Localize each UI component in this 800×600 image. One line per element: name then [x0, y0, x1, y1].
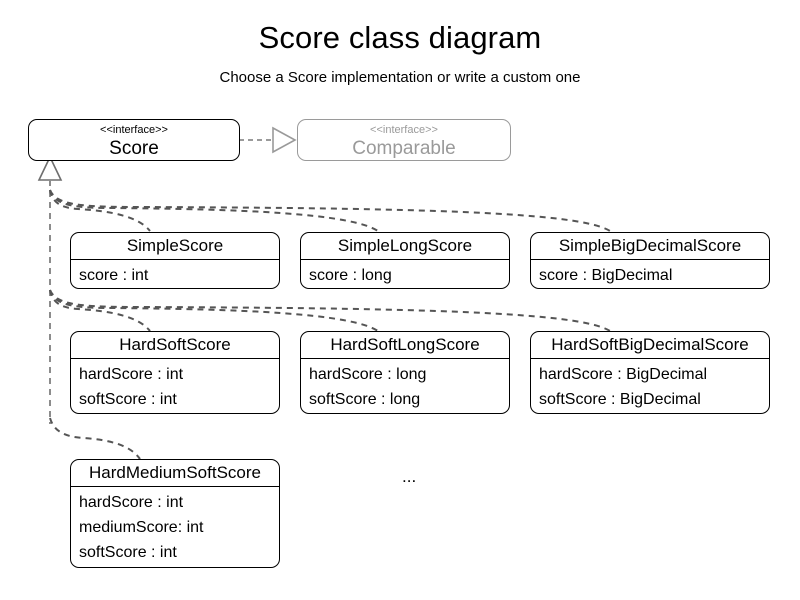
page-title: Score class diagram — [258, 20, 542, 55]
class-box-simple-big-decimal-score[interactable]: SimpleBigDecimalScore score : BigDecimal — [530, 232, 770, 289]
class-attribute: score : BigDecimal — [539, 267, 673, 284]
class-box-hard-soft-big-decimal-score[interactable]: HardSoftBigDecimalScore hardScore : BigD… — [530, 331, 770, 414]
class-name: HardSoftScore — [71, 332, 279, 359]
class-attribute: score : long — [309, 267, 392, 284]
class-box-simple-long-score[interactable]: SimpleLongScore score : long — [300, 232, 510, 289]
interface-name: Score — [109, 138, 159, 159]
class-attributes: hardScore : long softScore : long — [301, 359, 509, 412]
class-attribute: mediumScore: int — [79, 519, 204, 536]
inheritance-branch-hard-medium-soft-score — [49, 417, 141, 460]
class-name: SimpleLongScore — [301, 233, 509, 260]
class-attribute: softScore : BigDecimal — [539, 391, 701, 408]
class-attribute: score : int — [79, 267, 149, 284]
interface-box-comparable[interactable]: <<interface>> Comparable — [297, 119, 511, 161]
class-box-hard-soft-long-score[interactable]: HardSoftLongScore hardScore : long softS… — [300, 331, 510, 414]
class-attribute: hardScore : long — [309, 366, 427, 383]
inheritance-branch-simple-big-decimal-score — [49, 189, 611, 232]
inheritance-branch-hard-soft-score — [49, 289, 151, 332]
class-box-hard-medium-soft-score[interactable]: HardMediumSoftScore hardScore : int medi… — [70, 459, 280, 568]
class-attribute: hardScore : int — [79, 494, 184, 511]
inheritance-branch-simple-long-score — [49, 189, 379, 232]
interface-box-score[interactable]: <<interface>> Score — [28, 119, 240, 161]
class-name: HardSoftBigDecimalScore — [531, 332, 769, 359]
inheritance-branch-hard-soft-long-score — [49, 289, 379, 332]
class-attribute: softScore : int — [79, 544, 177, 561]
realization-arrowhead-icon — [272, 126, 297, 154]
page-subtitle: Choose a Score implementation or write a… — [219, 69, 581, 86]
class-attributes: hardScore : int softScore : int — [71, 359, 279, 412]
class-box-hard-soft-score[interactable]: HardSoftScore hardScore : int softScore … — [70, 331, 280, 414]
inheritance-branch-hard-soft-big-decimal-score — [49, 289, 611, 332]
class-attributes: hardScore : BigDecimal softScore : BigDe… — [531, 359, 769, 412]
class-attribute: softScore : int — [79, 391, 177, 408]
class-name: HardMediumSoftScore — [71, 460, 279, 487]
class-attribute: hardScore : BigDecimal — [539, 366, 708, 383]
class-name: HardSoftLongScore — [301, 332, 509, 359]
class-attributes: score : int — [71, 260, 279, 288]
class-attributes: score : BigDecimal — [531, 260, 769, 288]
class-attributes: hardScore : int mediumScore: int softSco… — [71, 487, 279, 565]
class-name: SimpleScore — [71, 233, 279, 260]
interface-name: Comparable — [352, 138, 456, 159]
interface-stereotype: <<interface>> — [100, 124, 168, 136]
interface-stereotype: <<interface>> — [370, 124, 438, 136]
class-box-simple-score[interactable]: SimpleScore score : int — [70, 232, 280, 289]
class-attributes: score : long — [301, 260, 509, 288]
class-attribute: softScore : long — [309, 391, 421, 408]
more-classes-ellipsis: ... — [402, 467, 417, 486]
class-name: SimpleBigDecimalScore — [531, 233, 769, 260]
class-attribute: hardScore : int — [79, 366, 184, 383]
inheritance-branch-simple-score — [49, 189, 151, 232]
